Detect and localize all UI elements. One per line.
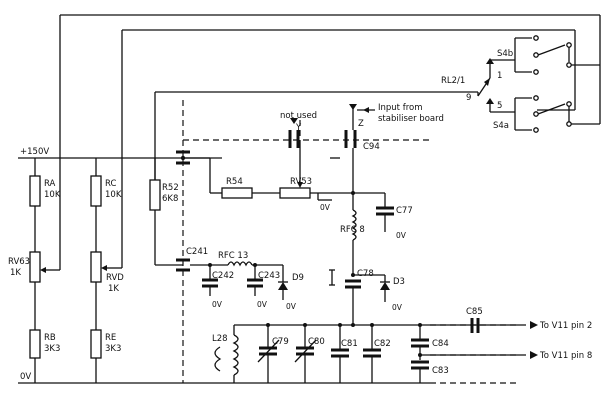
label-node-z: Z xyxy=(358,119,364,129)
label-c81: C81 xyxy=(341,339,358,349)
label-rb-value: 3K3 xyxy=(44,344,60,354)
label-s4a: S4a xyxy=(493,121,509,131)
label-d3: D3 xyxy=(393,277,405,287)
label-s4b: S4b xyxy=(497,49,513,59)
label-zero-volt-rail: 0V xyxy=(20,372,31,382)
label-r52-value: 6K8 xyxy=(162,194,178,204)
label-input-from-2: stabiliser board xyxy=(378,114,444,124)
top-feed-wires xyxy=(59,14,600,270)
label-d9-0v: 0V xyxy=(286,302,297,311)
label-node-5: 5 xyxy=(497,101,502,111)
chain-ra-rv63-rb xyxy=(29,158,60,383)
label-c83: C83 xyxy=(432,366,449,376)
label-rfc13: RFC 13 xyxy=(218,251,248,261)
label-ra-value: 10K xyxy=(44,190,61,200)
label-c78: C78 xyxy=(357,269,374,279)
label-input-from-1: Input from xyxy=(378,103,423,113)
label-c85: C85 xyxy=(466,307,483,317)
label-c84: C84 xyxy=(432,339,449,349)
output-lines xyxy=(430,321,538,384)
label-c243-0v: 0V xyxy=(257,300,268,309)
label-c80: C80 xyxy=(308,337,325,347)
label-not-used: not used xyxy=(280,111,317,121)
label-plus-150v: +150V xyxy=(20,147,49,157)
label-c242-0v: 0V xyxy=(212,300,223,309)
label-rv63-value: 1K xyxy=(10,268,21,278)
label-c94: C94 xyxy=(363,142,380,152)
label-node-y: Y xyxy=(295,123,302,133)
label-rvd-value: 1K xyxy=(108,284,119,294)
label-r52: R52 xyxy=(162,183,179,193)
rfc8-branch xyxy=(351,148,394,275)
label-c82: C82 xyxy=(374,339,391,349)
chain-rc-rvd-re xyxy=(90,158,122,383)
cap-y-not-used xyxy=(288,118,300,148)
resistor-r52 xyxy=(149,158,183,266)
label-node-1: 1 xyxy=(497,71,502,81)
tank-circuit xyxy=(214,318,520,383)
label-d3-0v: 0V xyxy=(392,303,403,312)
label-d9: D9 xyxy=(292,273,304,283)
label-rc: RC xyxy=(105,179,116,189)
screen-dashed xyxy=(182,100,430,383)
label-re: RE xyxy=(105,333,116,343)
capacitor-c94 xyxy=(344,104,375,148)
label-rfc8: RFC 8 xyxy=(340,225,365,235)
label-l28: L28 xyxy=(212,334,228,344)
label-c79: C79 xyxy=(272,337,289,347)
label-rv53: RV53 xyxy=(290,177,312,187)
label-to-v11-pin8: To V11 pin 8 xyxy=(539,351,592,361)
label-c241: C241 xyxy=(186,247,208,257)
c241-rfc13-section xyxy=(176,258,288,300)
label-rvd: RVD xyxy=(106,273,124,283)
resistor-r54 xyxy=(221,187,280,199)
label-c77-0v: 0V xyxy=(396,231,407,240)
label-c243: C243 xyxy=(258,271,280,281)
label-rv53-0v: 0V xyxy=(320,203,331,212)
feedthrough-cap-top xyxy=(176,150,222,194)
label-node-9: 9 xyxy=(466,93,471,103)
potentiometer-rv53 xyxy=(279,140,353,201)
label-c77: C77 xyxy=(396,206,413,216)
label-to-v11-pin2: To V11 pin 2 xyxy=(539,321,592,331)
label-ra: RA xyxy=(44,179,56,189)
label-rl2: RL2/1 xyxy=(441,76,465,86)
label-rb: RB xyxy=(44,333,56,343)
c78-d3 xyxy=(329,269,390,325)
label-c242: C242 xyxy=(212,271,234,281)
label-rc-value: 10K xyxy=(105,190,122,200)
relay-and-switches xyxy=(477,15,601,133)
label-re-value: 3K3 xyxy=(105,344,121,354)
label-r54: R54 xyxy=(226,177,243,187)
label-rv63: RV63 xyxy=(8,257,30,267)
